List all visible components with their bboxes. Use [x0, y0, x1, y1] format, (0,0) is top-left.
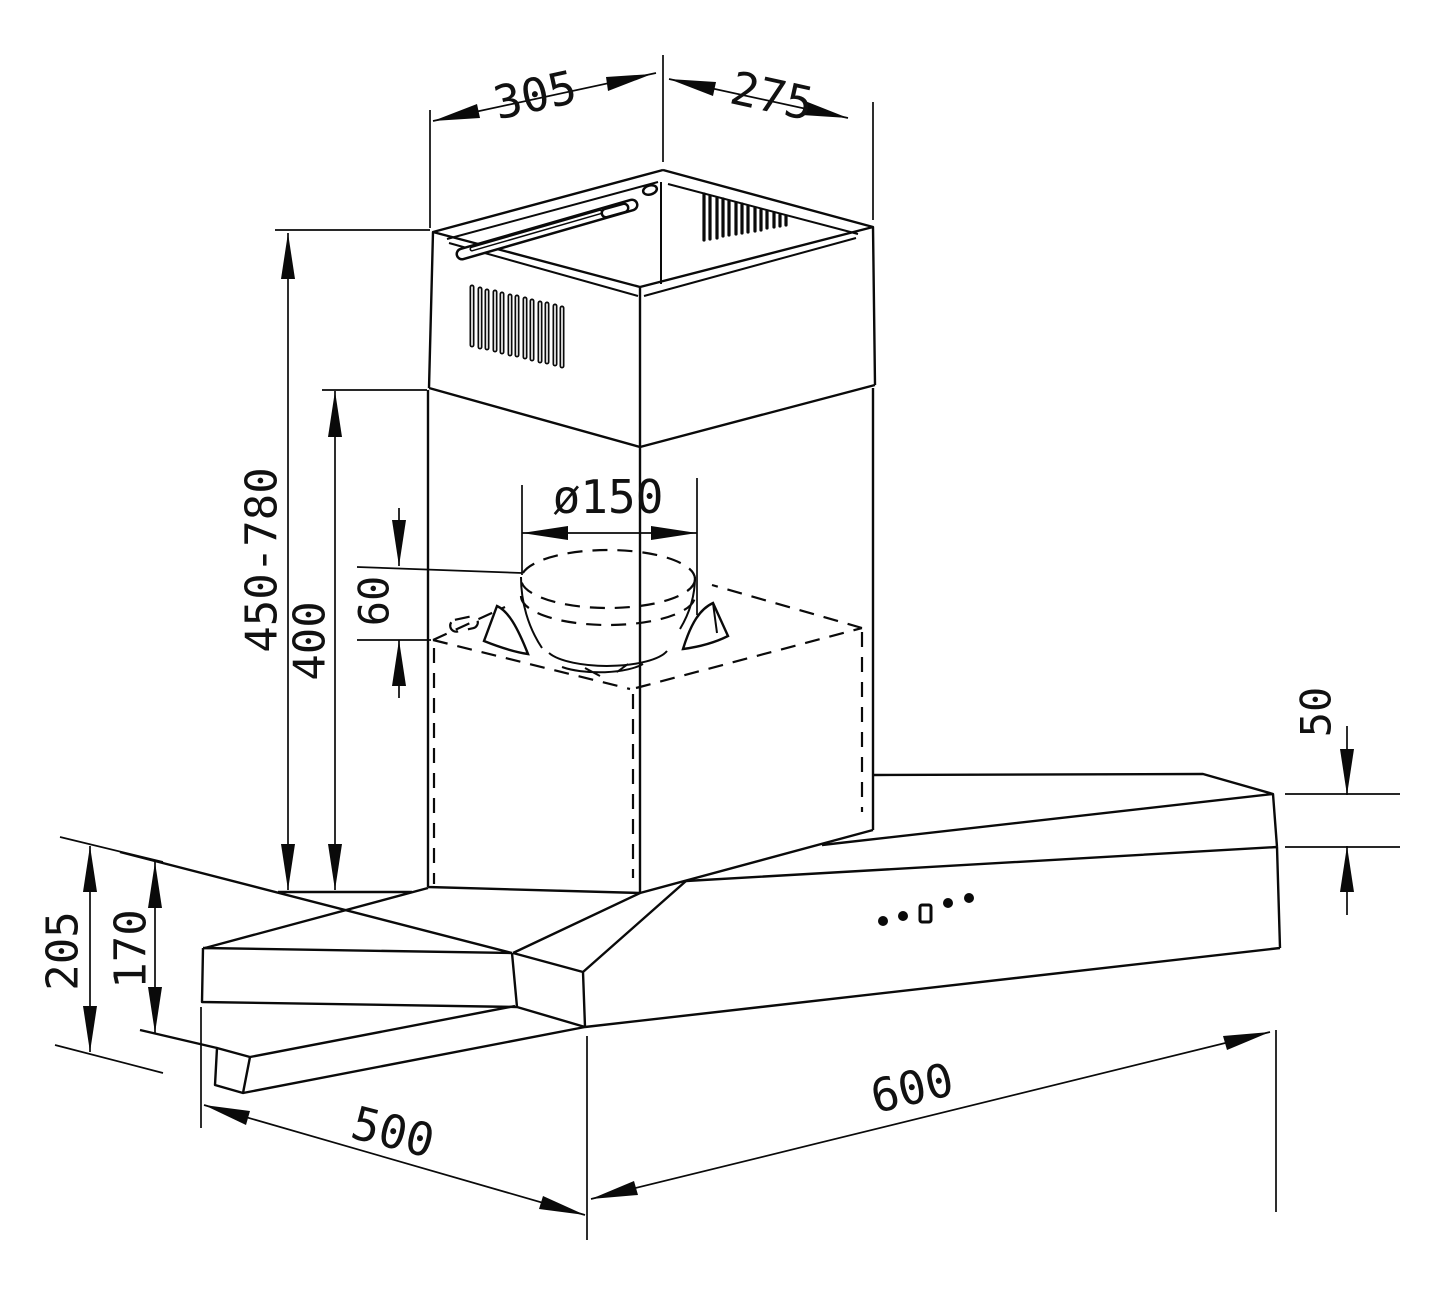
dim-mounting-height-range: 450-780 [237, 467, 288, 652]
hidden-slot [449, 615, 479, 633]
button-3 [943, 898, 953, 908]
dim-body-total-height: 205 [38, 911, 89, 990]
bracket-hole [641, 184, 659, 196]
upper-chimney-outline [427, 168, 877, 449]
button-4 [964, 893, 974, 903]
dim-body-height: 170 [106, 909, 157, 988]
button-1 [878, 916, 888, 926]
mounting-bracket [455, 184, 659, 261]
canopy-outline [119, 772, 1282, 1095]
button-2 [898, 911, 908, 921]
collar-clip-left [482, 604, 530, 656]
dim-duct-collar-height: 60 [350, 576, 399, 627]
display-window [918, 903, 933, 924]
front-vent-grille [469, 284, 565, 369]
dim-duct-diameter: ø150 [553, 470, 664, 524]
collar-clip-right [681, 601, 730, 651]
duct-collar [482, 548, 730, 677]
control-panel [878, 893, 974, 926]
hidden-duct-section [432, 583, 864, 884]
dimension-arrowheads [83, 74, 1354, 1215]
dim-chimney-section-height: 400 [285, 601, 336, 680]
lower-chimney-outline [426, 388, 875, 895]
inner-vent-grille [702, 192, 788, 242]
dim-canopy-front-edge-height: 50 [1292, 687, 1341, 738]
